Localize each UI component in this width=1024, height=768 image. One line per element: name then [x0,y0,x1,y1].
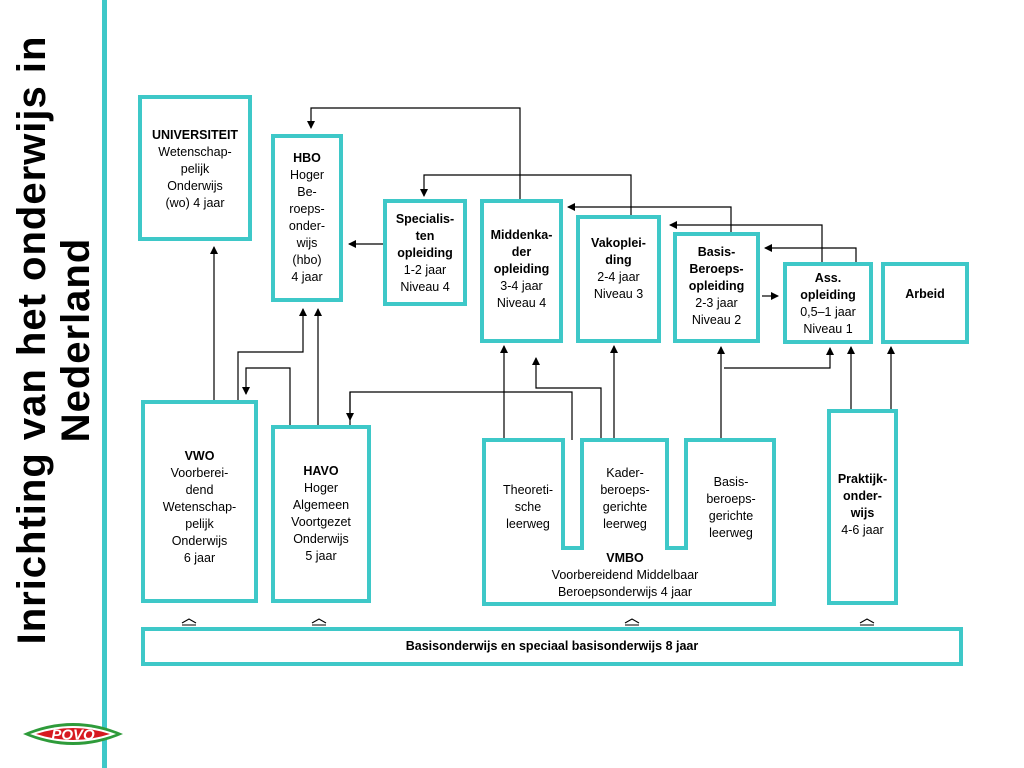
arrow-basis-ass [724,347,834,369]
ass-line-2: Niveau 1 [803,322,853,336]
vakopleiding-line-1: 2-4 jaar [597,270,640,284]
box-basisonderwijs: Basisonderwijs en speciaal basisonderwij… [141,627,963,666]
vmbo-line-2: Beroepsonderwijs 4 jaar [557,585,693,599]
praktijk-title: Praktijk- onder- wijs [837,472,888,520]
basisberoeps-line-1: 2-3 jaar [695,296,738,310]
universiteit-line-2: pelijk [180,162,210,176]
caret-vwo [181,618,197,626]
ass-line-1: 0,5–1 jaar [800,305,856,319]
caret-marks [181,618,875,626]
vwo-line-3: Wetenschap- [162,500,237,514]
vakopleiding-title: Vakoplei- ding [591,236,646,267]
arrow-kader-middenkader [532,357,602,440]
hbo-line-6: (hbo) [292,253,322,267]
arrow-vwo-hbo [237,308,307,400]
box-universiteit: UNIVERSITEIT Wetenschap- pelijk Onderwij… [138,95,252,241]
hbo-line-5: wijs [296,236,318,250]
vwo-line-6: 6 jaar [183,551,216,565]
vakopleiding-line-2: Niveau 3 [593,287,644,301]
theoretische-line-3: leerweg [506,517,550,531]
box-vwo: VWO Voorberei- dend Wetenschap- pelijk O… [141,400,258,603]
vmbo-line-1: Voorbereidend Middelbaar [551,568,699,582]
basis-leerweg-line-1: Basis- [713,475,749,489]
kader-line-1: Kader- [606,466,644,480]
hbo-line-1: Hoger [289,168,325,182]
box-middenkader: Middenka- der opleiding 3-4 jaar Niveau … [480,199,563,343]
hbo-line-7: 4 jaar [291,270,323,284]
vmbo-label: VMBO Voorbereidend Middelbaar Beroepsond… [510,550,740,601]
vmbo-theoretische: Theoreti- sche leerweg [492,482,564,533]
kader-line-4: leerweg [603,517,647,531]
hbo-line-2: Be- [297,185,317,199]
basis-leerweg-line-4: leerweg [709,526,753,540]
vertical-title-area: Inrichting van het onderwijs in Nederlan… [0,0,108,700]
arrow-ass-basisberoeps [764,244,857,263]
caret-praktijk [859,618,875,626]
ass-title: Ass. opleiding [800,271,856,302]
havo-line-4: Onderwijs [293,532,349,546]
universiteit-line-4: (wo) 4 jaar [165,196,225,210]
vwo-line-4: pelijk [185,517,214,531]
title-divider-line [102,0,107,768]
basisonderwijs-title: Basisonderwijs en speciaal basisonderwij… [405,639,699,653]
vwo-line-1: Voorberei- [170,466,229,480]
box-hbo: HBO Hoger Be- roeps- onder- wijs (hbo) 4… [271,134,343,302]
specialisten-line-2: Niveau 4 [400,280,450,294]
box-ass: Ass. opleiding 0,5–1 jaar Niveau 1 [783,262,873,344]
specialisten-line-1: 1-2 jaar [403,263,447,277]
vmbo-kader: Kader- beroeps- gerichte leerweg [588,465,662,533]
praktijk-line-1: 4-6 jaar [841,523,884,537]
box-basisberoeps: Basis- Beroeps- opleiding 2-3 jaar Nivea… [673,232,760,343]
hbo-line-4: onder- [288,219,326,233]
basisberoeps-line-2: Niveau 2 [691,313,742,327]
box-arbeid: Arbeid [881,262,969,344]
vwo-line-5: Onderwijs [171,534,228,548]
basis-leerweg-line-3: gerichte [708,509,754,523]
havo-title: HAVO [303,464,339,478]
havo-line-3: Voortgezet [291,515,351,529]
box-havo: HAVO Hoger Algemeen Voortgezet Onderwijs… [271,425,371,603]
basisberoeps-title: Basis- Beroeps- opleiding [688,245,745,293]
box-specialisten: Specialis- ten opleiding 1-2 jaar Niveau… [383,199,467,306]
caret-havo [311,618,327,626]
vwo-line-2: dend [185,483,214,497]
arrow-vwo-to-havo-connector [349,391,573,440]
universiteit-title: UNIVERSITEIT [151,128,239,142]
hbo-title: HBO [293,151,321,165]
basis-leerweg-line-2: beroeps- [706,492,756,506]
vmbo-title: VMBO [606,551,644,565]
middenkader-line-2: Niveau 4 [496,296,547,310]
havo-line-1: Hoger [303,481,339,495]
universiteit-line-3: Onderwijs [167,179,223,193]
vmbo-outline [482,438,776,606]
kader-line-2: beroeps- [600,483,650,497]
universiteit-line-1: Wetenschap- [158,145,232,159]
box-praktijk: Praktijk- onder- wijs 4-6 jaar [827,409,898,605]
vmbo-basis: Basis- beroeps- gerichte leerweg [692,474,770,542]
havo-line-5: 5 jaar [305,549,337,563]
logo-text: POVO [51,727,95,744]
theoretische-line-2: sche [514,500,542,514]
kader-line-3: gerichte [602,500,648,514]
middenkader-title: Middenka- der opleiding [490,228,553,276]
arbeid-title: Arbeid [905,287,945,301]
caret-vmbo [624,618,640,626]
vwo-title: VWO [184,449,215,463]
box-vakopleiding: Vakoplei- ding 2-4 jaar Niveau 3 [576,215,661,343]
povo-logo: POVO [20,716,126,752]
hbo-line-3: roeps- [289,202,325,216]
middenkader-line-1: 3-4 jaar [500,279,543,293]
specialisten-title: Specialis- ten opleiding [395,212,455,260]
theoretische-line-1: Theoreti- [502,483,554,497]
havo-line-2: Algemeen [292,498,350,512]
page-title: Inrichting van het onderwijs in Nederlan… [10,35,98,645]
